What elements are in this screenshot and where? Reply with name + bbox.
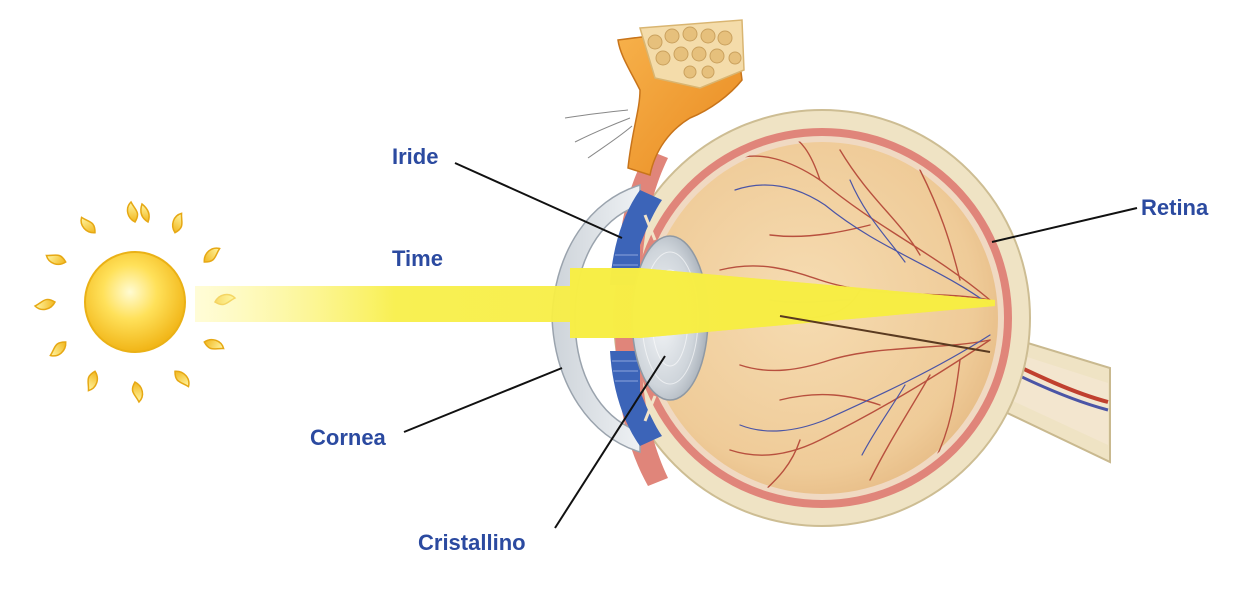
label-cristallino: Cristallino [418, 530, 526, 555]
cornea [551, 183, 641, 454]
extraocular-muscle [564, 19, 745, 176]
leader-lines [403, 162, 1138, 529]
leader-cornea [403, 367, 563, 433]
label-time: Time [392, 246, 443, 271]
label-cornea: Cornea [310, 425, 386, 450]
leader-cristallino [554, 355, 666, 529]
light-beam [195, 268, 995, 338]
zonules [643, 214, 657, 422]
leader-optic-axis [779, 315, 991, 353]
label-retina: Retina [1141, 195, 1209, 220]
sun-rays [34, 200, 236, 403]
sun-icon [34, 200, 236, 403]
leader-iride [454, 162, 623, 239]
leader-retina [991, 207, 1138, 243]
label-iride: Iride [392, 144, 439, 169]
sun-disc [84, 251, 186, 353]
